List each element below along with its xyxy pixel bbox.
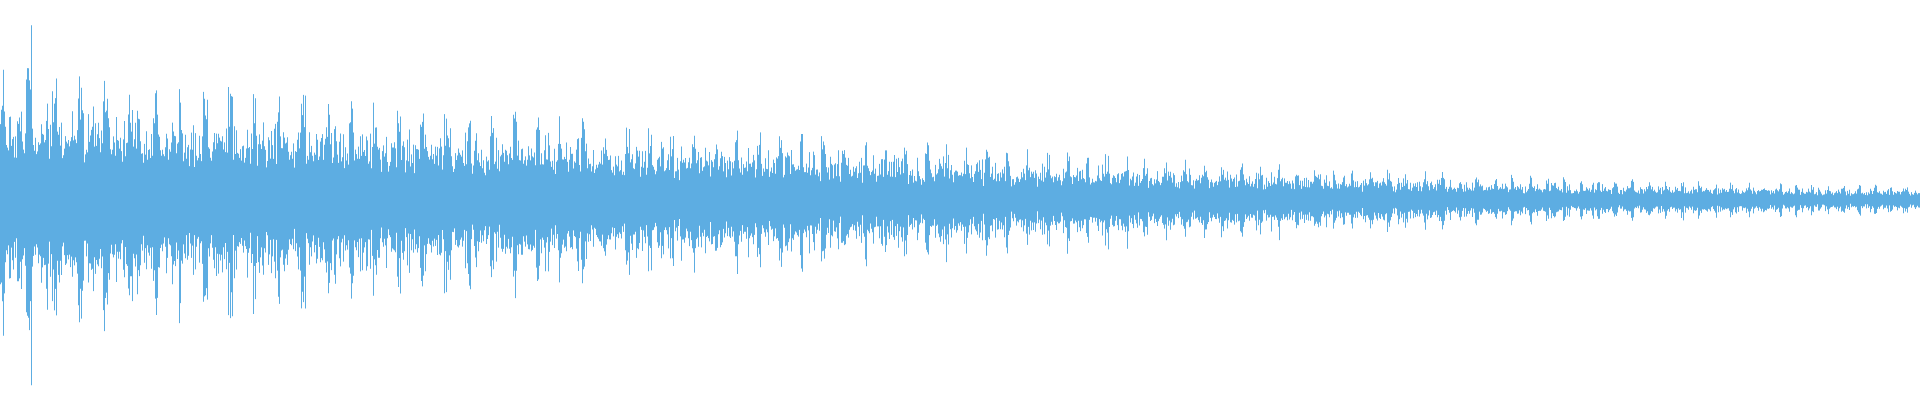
waveform-samples (0, 25, 1920, 386)
waveform-trace (0, 25, 1920, 386)
